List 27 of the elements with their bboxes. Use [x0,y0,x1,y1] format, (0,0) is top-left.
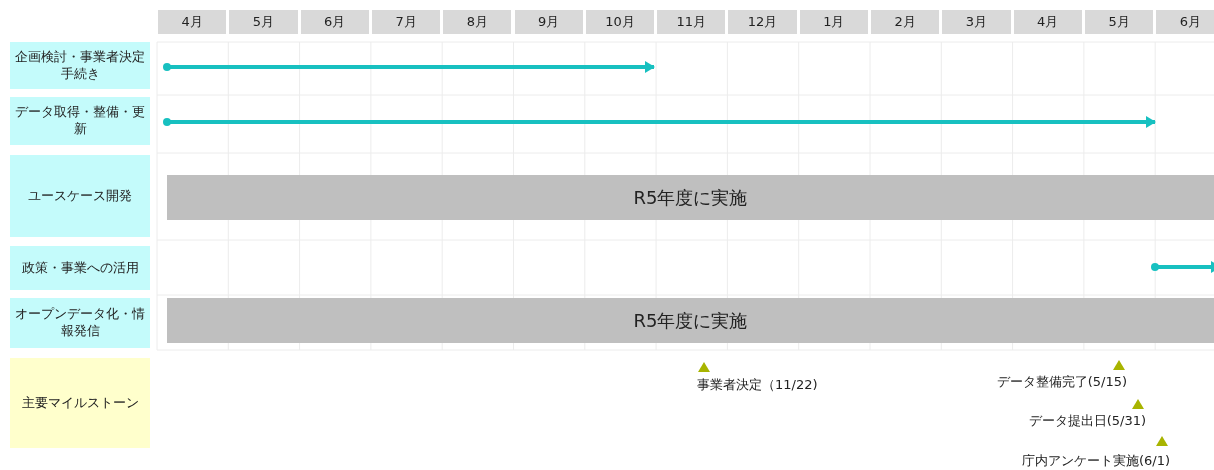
row-header: データ取得・整備・更新 [10,97,150,145]
month-header: 10月 [585,10,655,34]
milestone-label: データ提出日(5/31) [1028,412,1146,430]
month-header: 6月 [300,10,369,34]
month-header: 4月 [158,10,227,34]
milestone-label: 事業者決定（11/22) [697,376,818,394]
row-header: ユースケース開発 [10,155,150,237]
month-header: 5月 [1084,10,1154,34]
month-header: 12月 [728,10,797,34]
row-header: 企画検討・事業者決定手続き [10,42,150,89]
row-header: 主要マイルストーン [10,358,150,448]
milestone-label: 庁内アンケート実施(6/1) [1021,452,1170,470]
milestone-label: データ整備完了(5/15) [996,373,1127,391]
month-header: 3月 [942,10,1011,34]
month-header: 5月 [229,10,298,34]
month-header: 9月 [514,10,583,34]
row-header: 政策・事業への活用 [10,246,150,290]
month-header: 6月 [1156,10,1214,34]
month-header: 4月 [1013,10,1082,34]
month-header: 11月 [657,10,726,34]
row-header: オープンデータ化・情報発信 [10,298,150,348]
month-header: 2月 [871,10,940,34]
month-header: 1月 [799,10,868,34]
month-header: 7月 [371,10,441,34]
period-bar: R5年度に実施 [167,175,1214,220]
period-bar: R5年度に実施 [167,298,1214,343]
month-header: 8月 [443,10,512,34]
